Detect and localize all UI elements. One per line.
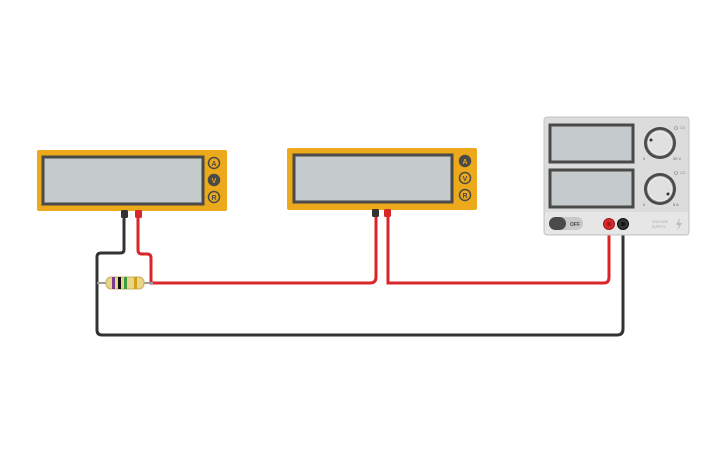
voltage-knob-indicator bbox=[649, 138, 653, 142]
resistor-band-1 bbox=[112, 277, 115, 289]
mode-ohms-label: R bbox=[211, 195, 216, 202]
mode-volts-label: V bbox=[212, 178, 217, 185]
voltage-display bbox=[548, 123, 635, 164]
mode-volts-button[interactable] bbox=[458, 171, 472, 185]
mode-amps-label: A bbox=[462, 159, 467, 166]
resistor-band-2 bbox=[118, 277, 121, 289]
current-min-label: 0 bbox=[643, 202, 646, 207]
multimeter-left[interactable]: A V R bbox=[37, 150, 227, 218]
power-switch[interactable] bbox=[549, 217, 583, 230]
current-display bbox=[548, 168, 635, 209]
multimeter-right-v-terminal[interactable] bbox=[384, 209, 391, 217]
wires bbox=[95, 212, 625, 337]
lightning-icon bbox=[676, 218, 682, 231]
voltage-knob[interactable] bbox=[644, 127, 676, 159]
wire-black-return[interactable] bbox=[95, 212, 625, 337]
multimeter-right[interactable]: A V R bbox=[287, 148, 477, 217]
voltage-max-label: 30 V bbox=[673, 156, 682, 161]
voltage-min-label: 0 bbox=[643, 156, 646, 161]
cc-indicator-light bbox=[674, 171, 678, 175]
brand-label-line1: VOLTAGE bbox=[652, 220, 669, 224]
resistor-band-3 bbox=[124, 277, 127, 289]
cv-indicator-light bbox=[674, 126, 678, 130]
mode-ohms-button[interactable] bbox=[207, 190, 221, 204]
mode-volts-button[interactable] bbox=[207, 173, 221, 187]
resistor-band-4 bbox=[134, 277, 137, 289]
mode-volts-label: V bbox=[463, 176, 468, 183]
mode-amps-button[interactable] bbox=[458, 154, 472, 168]
current-knob-indicator bbox=[666, 192, 670, 196]
mode-ohms-button[interactable] bbox=[458, 188, 472, 202]
power-switch-label: OFF bbox=[570, 222, 580, 228]
power-supply[interactable]: CV 0 30 V CC 0 5 A OFF VOLTAGE SUPPLY bbox=[543, 116, 690, 236]
wire-red-left[interactable] bbox=[136, 212, 378, 285]
mode-amps-label: A bbox=[211, 161, 216, 168]
current-knob[interactable] bbox=[644, 173, 676, 205]
current-cc-label: CC bbox=[680, 170, 686, 175]
multimeter-left-v-terminal[interactable] bbox=[135, 210, 142, 218]
mode-amps-button[interactable] bbox=[207, 156, 221, 170]
brand-label-line2: SUPPLY bbox=[652, 225, 666, 229]
multimeter-right-com-terminal[interactable] bbox=[372, 209, 379, 217]
resistor[interactable] bbox=[97, 276, 153, 290]
multimeter-left-display bbox=[41, 155, 205, 206]
wire-red-right[interactable] bbox=[386, 212, 611, 285]
multimeter-right-display bbox=[292, 153, 454, 204]
mode-ohms-label: R bbox=[462, 193, 467, 200]
power-supply-bottom-panel bbox=[545, 212, 688, 234]
negative-terminal-center bbox=[621, 222, 625, 226]
positive-terminal-center bbox=[607, 222, 611, 226]
multimeter-left-com-terminal[interactable] bbox=[121, 210, 128, 218]
voltage-cv-label: CV bbox=[680, 125, 686, 130]
current-max-label: 5 A bbox=[673, 202, 679, 207]
